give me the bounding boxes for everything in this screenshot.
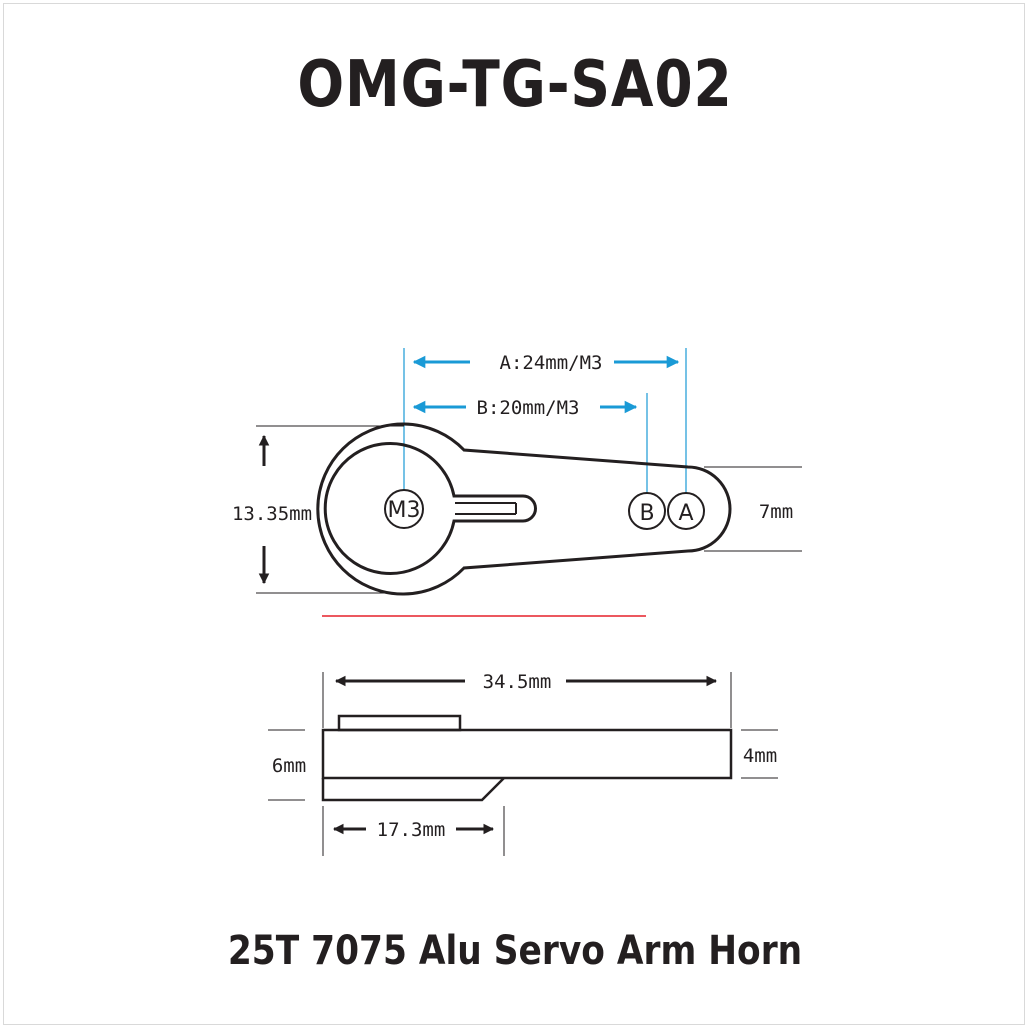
hub-length-label: 17.3mm (377, 819, 446, 841)
length-label: 34.5mm (483, 671, 552, 693)
horn-outline (316, 422, 732, 596)
tip-width-label: 7mm (759, 501, 793, 523)
arm-thickness-label: 4mm (743, 745, 777, 767)
hole-b (628, 492, 666, 530)
center-hole-label: M3 (388, 498, 421, 523)
product-subtitle: 25T 7075 Alu Servo Arm Horn (227, 928, 803, 974)
top-view: A:24mm/M3 B:20mm/M3 M3 B A 13.35mm 7mm (232, 348, 802, 617)
hub-profile (321, 777, 505, 802)
screw-head-profile (337, 714, 462, 732)
product-title: OMG-TG-SA02 (297, 48, 733, 122)
hub-ring-with-slot (323, 442, 537, 575)
arm-profile (321, 728, 733, 780)
hole-a (667, 492, 705, 530)
side-view: 34.5mm 6mm 4mm 17.3mm (268, 671, 778, 856)
hole-b-label: B (639, 501, 654, 526)
total-height-label: 6mm (272, 755, 306, 777)
height-label: 13.35mm (232, 503, 312, 525)
dim-a-label: A:24mm/M3 (500, 352, 603, 374)
center-hole (384, 489, 424, 529)
hole-a-label: A (678, 501, 693, 526)
dim-b-label: B:20mm/M3 (477, 397, 580, 419)
